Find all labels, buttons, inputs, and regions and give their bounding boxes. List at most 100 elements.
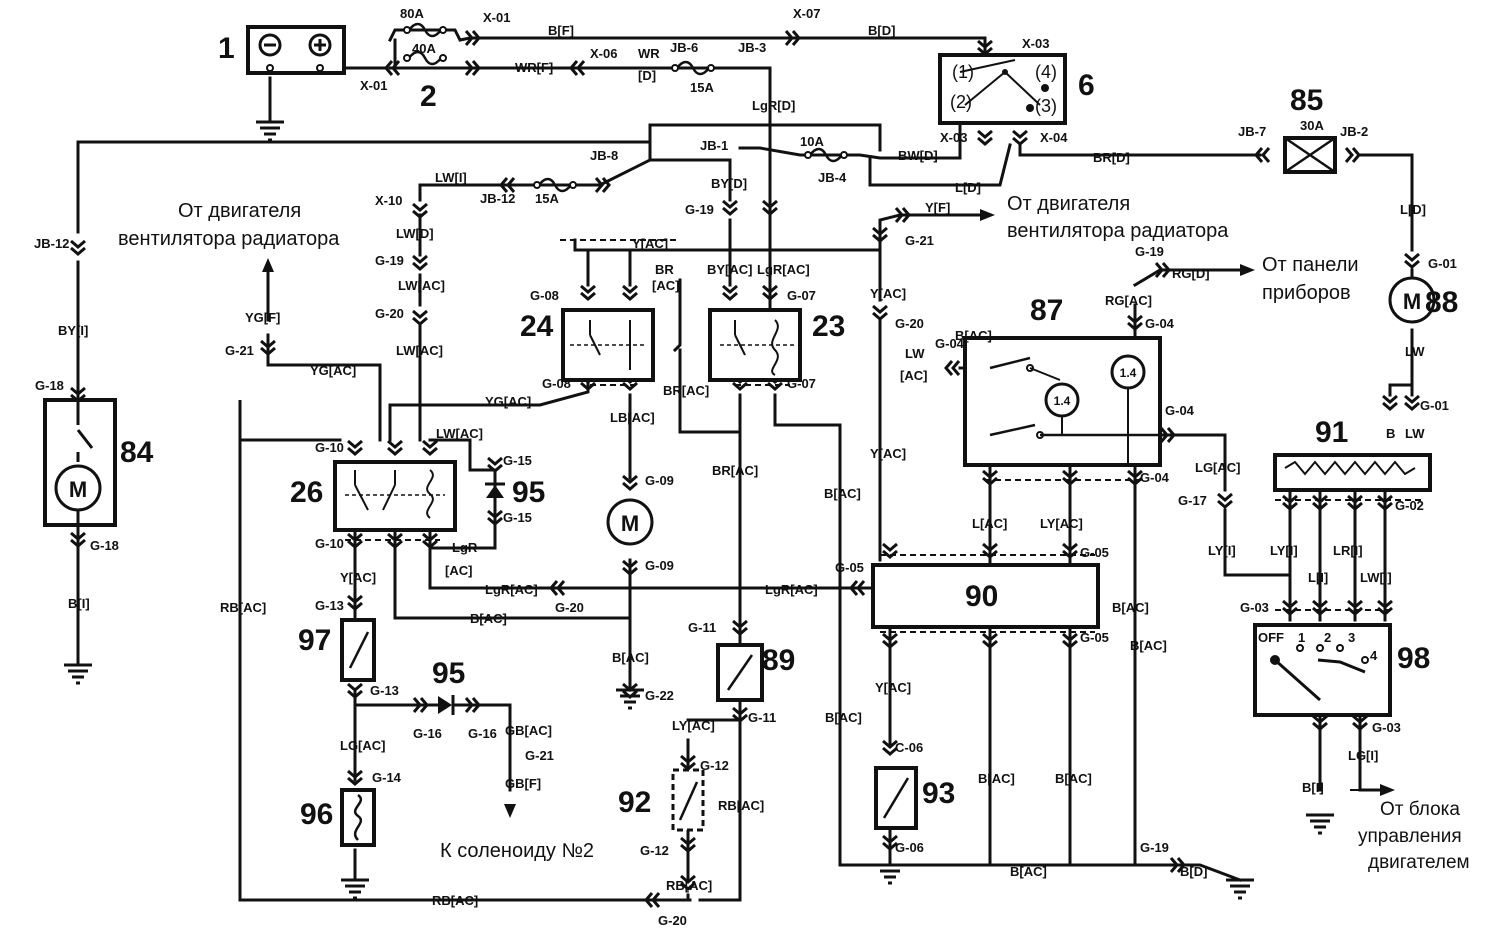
wire-label: LW[AC] [398, 278, 445, 293]
wire-label: G-09 [645, 558, 674, 573]
ignition-switch [938, 53, 1067, 125]
wire-label: G-02 [1395, 498, 1424, 513]
wire-label: LgR[AC] [485, 582, 538, 597]
wire-label: BR [655, 262, 674, 277]
wire-label: G-04 [1140, 470, 1170, 485]
wire-label: G-15 [503, 453, 532, 468]
blower-unit-87 [963, 336, 1162, 467]
battery [246, 25, 346, 75]
wire-label: G-11 [748, 710, 776, 725]
wire-label: LW [905, 346, 925, 361]
wire-label: 10A [800, 134, 824, 149]
num-93: 93 [922, 777, 955, 810]
caption-panel-2: приборов [1262, 282, 1351, 304]
wire-label: G-10 [315, 440, 344, 455]
ignition-terminal: (2) [950, 92, 972, 112]
wire-label: B[AC] [824, 486, 861, 501]
caption-panel-1: От панели [1262, 254, 1359, 276]
wire-label: B[AC] [978, 771, 1015, 786]
caption-ecu-2: управления [1358, 826, 1462, 847]
caption-fan-left-2: вентилятора радиатора [118, 228, 340, 250]
wire-label: LY[I] [1270, 543, 1298, 558]
wire-label: G-12 [700, 758, 729, 773]
wire-label: L[AC] [972, 516, 1007, 531]
switch-89 [716, 643, 764, 702]
wire-label: G-05 [1080, 630, 1109, 645]
wire-label: LY[AC] [1040, 516, 1083, 531]
num-90: 90 [965, 580, 998, 613]
wire-label: BR[AC] [712, 463, 758, 478]
wire-label: G-10 [315, 536, 344, 551]
wire-label: B[D] [868, 23, 895, 38]
wire-label: 1 [1298, 630, 1305, 645]
wire-label: G-13 [315, 598, 344, 613]
wire-label: JB-7 [1238, 124, 1266, 139]
wire-label: G-09 [645, 473, 674, 488]
wire-label: Y[AC] [340, 570, 376, 585]
wire-label: Y[F] [925, 200, 950, 215]
wire-label: Y[AC] [875, 680, 911, 695]
num-89: 89 [762, 644, 795, 677]
wire-label: LB[AC] [610, 410, 655, 425]
wire-label: LW[AC] [396, 343, 443, 358]
wire-label: B[AC] [470, 611, 507, 626]
wire-label: G-20 [375, 306, 404, 321]
wire-label: C-06 [895, 740, 923, 755]
wire-label: G-04 [1165, 403, 1195, 418]
svg-text:M: M [1403, 289, 1421, 314]
wire-label: BY[AC] [707, 262, 753, 277]
wire-label: 40A [412, 41, 436, 56]
motor-fan: M [606, 498, 654, 546]
wire-label: WR [638, 46, 660, 61]
wire-label: G-19 [685, 202, 714, 217]
wire-label: G-04 [1145, 316, 1175, 331]
wire-label: JB-3 [738, 40, 766, 55]
wire-label: 15A [535, 191, 559, 206]
wire-label: G-20 [555, 600, 584, 615]
num-6: 6 [1078, 69, 1095, 102]
wire-label: G-14 [372, 770, 402, 785]
wire-label: GB[F] [505, 776, 541, 791]
wire-label: G-05 [835, 560, 864, 575]
wire-label: LgR[AC] [765, 582, 818, 597]
wire-label: LW[I] [1360, 570, 1392, 585]
wire-label: [AC] [652, 278, 679, 293]
wire-label: LgR [452, 540, 478, 555]
wire-label: JB-8 [590, 148, 618, 163]
wire-label: G-11 [688, 620, 716, 635]
caption-ecu-1: От блока [1380, 799, 1460, 820]
wire-label: G-01 [1420, 398, 1449, 413]
switch-92 [671, 768, 705, 832]
ignition-terminal: (4) [1035, 62, 1057, 82]
wire-label: G-19 [1140, 840, 1169, 855]
num-24: 24 [520, 310, 554, 343]
wire-label: B[AC] [1055, 771, 1092, 786]
num-87: 87 [1030, 294, 1063, 327]
wire-label: RB[AC] [432, 893, 478, 908]
ignition-terminal: (1) [952, 62, 974, 82]
wire-label: G-04 [935, 336, 965, 351]
wire-label: G-20 [895, 316, 924, 331]
wire-label: G-21 [225, 343, 254, 358]
resistor-value: 1.4 [1120, 366, 1137, 380]
wire-label: B[AC] [612, 650, 649, 665]
wire-label: X-03 [1022, 36, 1049, 51]
wire-label: 3 [1348, 630, 1355, 645]
wire-label: B[AC] [955, 328, 992, 343]
wire-label: G-22 [645, 688, 674, 703]
caption-ecu-3: двигателем [1368, 852, 1470, 873]
num-2: 2 [420, 80, 437, 113]
component-numbers: 1 2 6 85 88 87 24 23 84 26 95 91 90 97 9… [120, 32, 1458, 831]
num-84: 84 [120, 436, 154, 469]
wire-label: X-03 [940, 130, 967, 145]
wire-label: G-08 [542, 376, 571, 391]
num-95: 95 [512, 476, 545, 509]
wire-label: Y[AC] [632, 236, 668, 251]
wire-label: LgR[D] [752, 98, 795, 113]
wire-label: B[AC] [1010, 864, 1047, 879]
wire-label: 30A [1300, 118, 1324, 133]
num-85: 85 [1290, 84, 1323, 117]
wire-label: X-06 [590, 46, 617, 61]
wire-label: G-03 [1240, 600, 1269, 615]
wire-label: X-07 [793, 6, 820, 21]
